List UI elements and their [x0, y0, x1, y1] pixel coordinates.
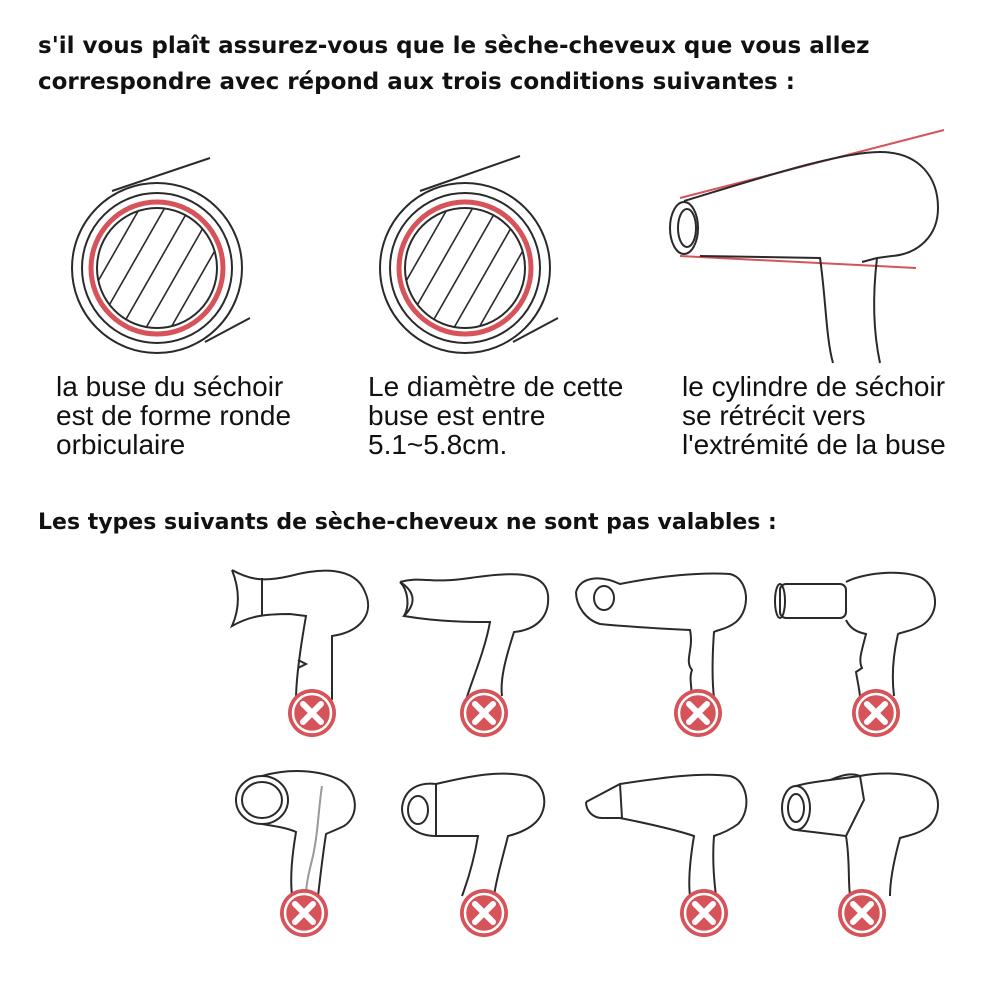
intro-line: correspondre avec répond aux trois condi…: [38, 69, 795, 95]
cross-mark-icon: [680, 889, 728, 937]
condition-line: la buse du séchoir: [56, 371, 284, 402]
wide-diffuser-dryer-icon: [575, 572, 748, 701]
cross-mark-icon: [460, 689, 508, 737]
round-nozzle-icon: [71, 157, 251, 354]
bulbous-dryer-icon: [235, 770, 356, 897]
invalid-types-heading: Les types suivants de sèche-cheveux ne s…: [38, 510, 777, 535]
condition-line: se rétrécit vers: [682, 400, 866, 431]
angled-cap-dryer-icon: [401, 772, 546, 897]
cross-mark-icon: [460, 889, 508, 937]
condition-text-diameter: Le diamètre de cette buse est entre 5.1~…: [368, 372, 623, 459]
condition-text-round: la buse du séchoir est de forme ronde or…: [56, 372, 291, 459]
condition-line: le cylindre de séchoir: [682, 371, 946, 402]
flared-nozzle-dryer-icon: [229, 569, 370, 701]
pinched-nozzle-dryer-icon: [399, 573, 550, 701]
cross-mark-icon: [280, 889, 328, 937]
cross-mark-icon: [852, 689, 900, 737]
condition-line: buse est entre: [368, 400, 546, 431]
intro-line: s'il vous plaît assurez-vous que le sèch…: [38, 33, 870, 59]
ring-nozzle-dryer-icon: [781, 772, 939, 897]
cross-mark-icon: [288, 689, 336, 737]
long-tube-dryer-icon: [774, 571, 936, 699]
condition-line: Le diamètre de cette: [368, 371, 624, 402]
cross-mark-icon: [674, 689, 722, 737]
condition-line: 5.1~5.8cm.: [368, 429, 508, 460]
condition-text-taper: le cylindre de séchoir se rétrécit vers …: [682, 372, 946, 459]
tapered-hair-dryer-icon: [669, 129, 945, 364]
condition-line: orbiculaire: [56, 429, 186, 460]
nozzle-diameter-icon: [379, 155, 559, 354]
cross-mark-icon: [838, 889, 886, 937]
condition-line: l'extrémité de la buse: [682, 429, 946, 460]
intro-heading: s'il vous plaît assurez-vous que le sèch…: [38, 28, 938, 100]
condition-line: est de forme ronde: [56, 400, 292, 431]
slanted-nozzle-dryer-icon: [585, 773, 748, 897]
